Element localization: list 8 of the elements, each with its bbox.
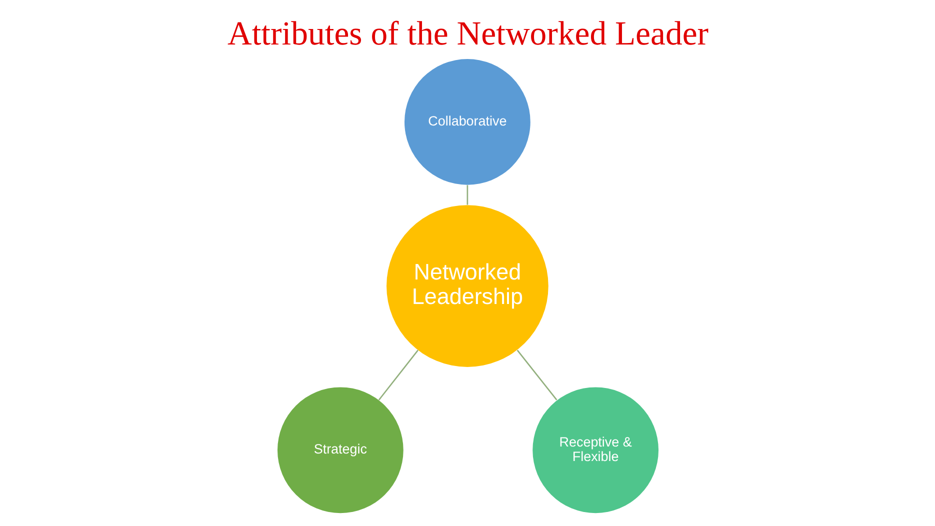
node-circle: Receptive & Flexible — [532, 387, 658, 514]
node-circle: Strategic — [277, 387, 403, 514]
node-circle: Collaborative — [404, 59, 530, 185]
connector — [466, 185, 468, 205]
connector — [378, 350, 418, 400]
node-circle: Networked Leadership — [386, 205, 548, 367]
connector — [516, 350, 557, 400]
diagram-title: Attributes of the Networked Leader — [226, 15, 708, 52]
